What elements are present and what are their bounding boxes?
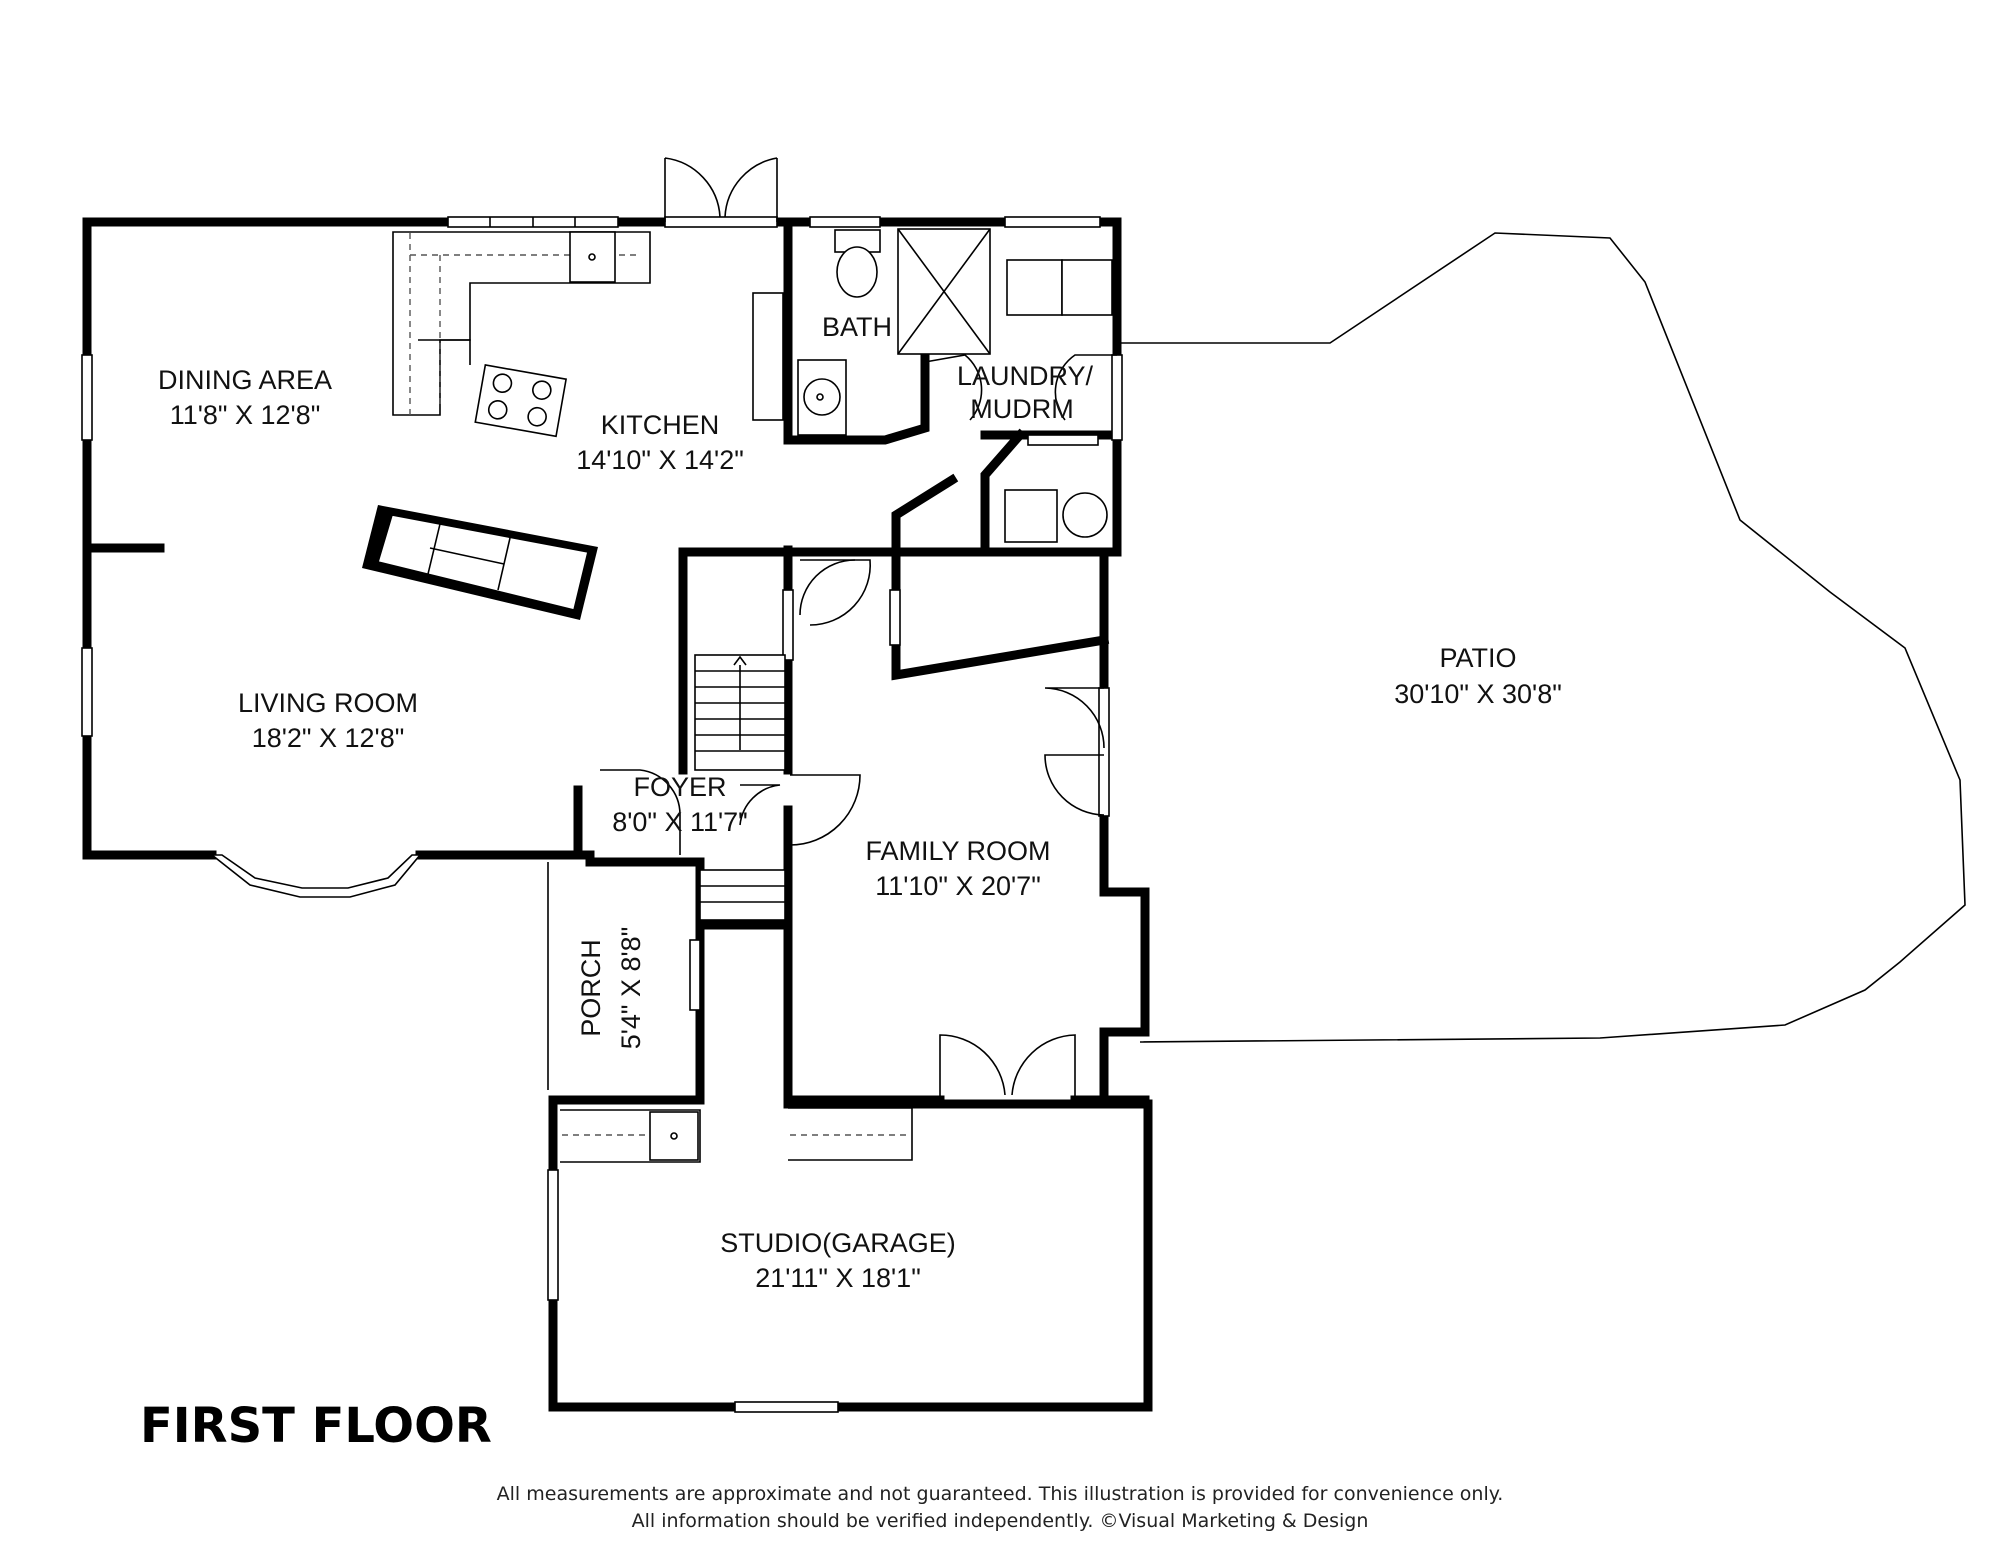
laundry-appliances: [1004, 259, 1113, 543]
disclaimer-line-1: All measurements are approximate and not…: [496, 1483, 1504, 1505]
room-name-bath: BATH: [822, 312, 892, 342]
room-name-studio: STUDIO(GARAGE): [720, 1228, 956, 1258]
room-dims-kitchen: 14'10" X 14'2": [576, 445, 744, 475]
bath-fixtures: [797, 228, 991, 436]
room-dims-foyer: 8'0" X 11'7": [612, 807, 748, 837]
couch: [362, 505, 598, 620]
room-name-laundry-2: MUDRM: [970, 394, 1073, 424]
garage-fixtures: [560, 1107, 913, 1163]
room-dims-studio: 21'11" X 18'1": [755, 1263, 921, 1293]
room-name-porch: PORCH: [576, 939, 606, 1037]
room-name-foyer: FOYER: [633, 772, 726, 802]
room-name-patio: PATIO: [1439, 643, 1516, 673]
bay-window: [209, 854, 422, 898]
stairs: [694, 654, 786, 921]
room-labels: DINING AREA 11'8" X 12'8" KITCHEN 14'10"…: [158, 312, 1562, 1293]
windows: [81, 216, 1123, 1413]
room-name-living: LIVING ROOM: [238, 688, 418, 718]
doors: [600, 157, 1117, 1100]
patio-outline: [1118, 232, 1966, 1043]
disclaimer-line-2: All information should be verified indep…: [631, 1510, 1369, 1532]
room-name-family: FAMILY ROOM: [865, 836, 1050, 866]
floor-title: FIRST FLOOR: [140, 1398, 492, 1454]
kitchen-counters: [392, 231, 784, 438]
room-dims-family: 11'10" X 20'7": [875, 871, 1041, 901]
room-dims-dining: 11'8" X 12'8": [170, 400, 321, 430]
room-name-kitchen: KITCHEN: [601, 410, 720, 440]
room-name-laundry: LAUNDRY/: [957, 361, 1094, 391]
room-dims-porch: 5'4" X 8'8": [616, 927, 646, 1050]
room-name-dining: DINING AREA: [158, 365, 332, 395]
room-dims-living: 18'2" X 12'8": [252, 723, 405, 753]
room-dims-patio: 30'10" X 30'8": [1394, 679, 1562, 709]
